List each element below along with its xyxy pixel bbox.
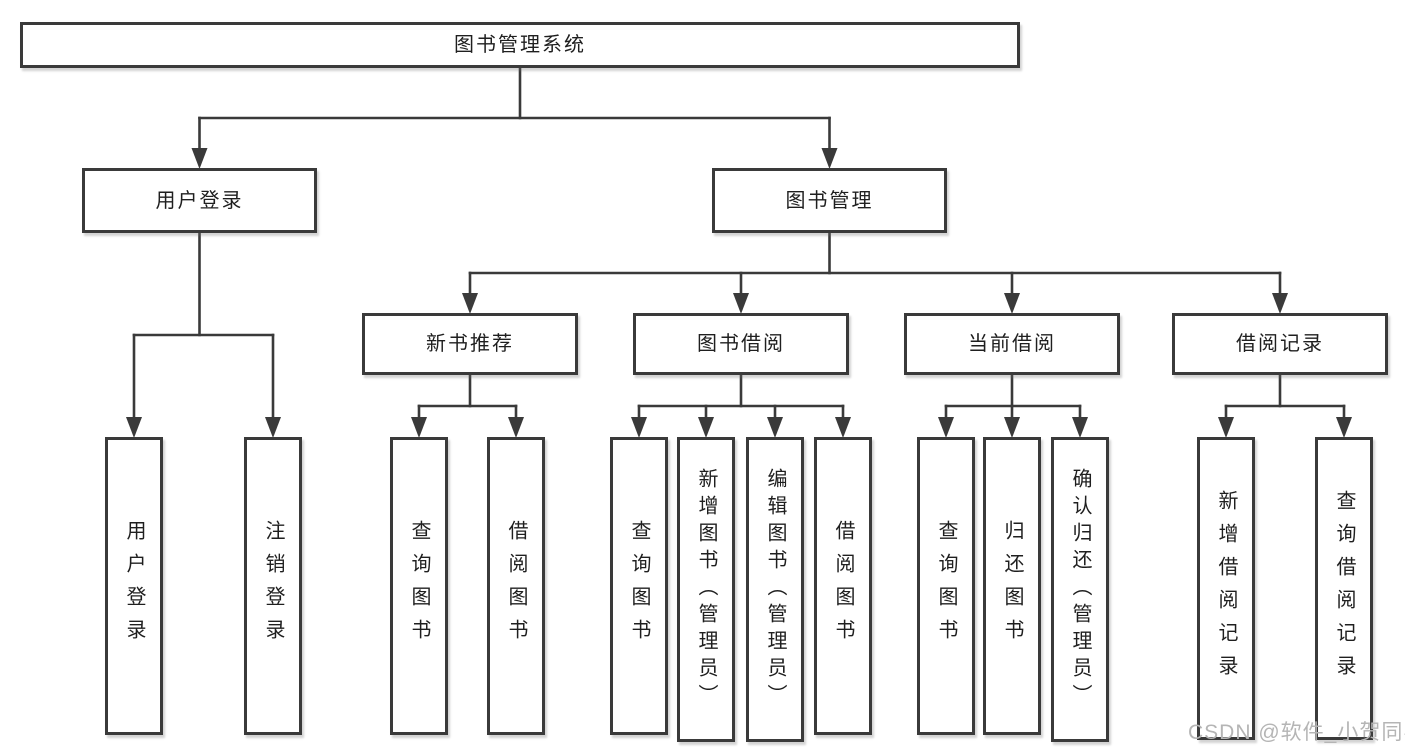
node-label-leaf-confirm-return: 确认归还（管理员） bbox=[1069, 468, 1091, 711]
arrowhead-icon bbox=[938, 417, 954, 438]
node-label-leaf-query-book-2: 查询图书 bbox=[628, 520, 650, 652]
node-current-borrow: 当前借阅 bbox=[904, 313, 1120, 375]
watermark: CSDN @软件_小贺同学 bbox=[1188, 721, 1405, 744]
arrowhead-icon bbox=[508, 417, 524, 438]
node-label-leaf-add-record: 新增借阅记录 bbox=[1215, 489, 1237, 688]
arrowhead-icon bbox=[631, 417, 647, 438]
node-label-book-mgmt: 图书管理 bbox=[785, 189, 874, 212]
node-leaf-query-book-1: 查询图书 bbox=[390, 437, 448, 735]
arrowhead-icon bbox=[462, 293, 478, 314]
arrowhead-icon bbox=[835, 417, 851, 438]
node-label-leaf-user-login: 用户登录 bbox=[123, 520, 145, 652]
node-leaf-edit-book: 编辑图书（管理员） bbox=[746, 437, 804, 742]
arrowhead-icon bbox=[1004, 293, 1020, 314]
arrowhead-icon bbox=[698, 417, 714, 438]
node-new-book-rec: 新书推荐 bbox=[362, 313, 578, 375]
node-label-borrow-records: 借阅记录 bbox=[1236, 333, 1324, 355]
node-label-leaf-borrow-book-2: 借阅图书 bbox=[832, 520, 854, 652]
arrowhead-icon bbox=[767, 417, 783, 438]
node-root: 图书管理系统 bbox=[20, 22, 1020, 68]
arrowhead-icon bbox=[191, 148, 208, 169]
arrowhead-icon bbox=[1336, 417, 1352, 438]
node-leaf-borrow-book-1: 借阅图书 bbox=[487, 437, 545, 735]
node-label-leaf-edit-book: 编辑图书（管理员） bbox=[764, 468, 786, 711]
arrowhead-icon bbox=[1004, 417, 1020, 438]
node-user-login: 用户登录 bbox=[82, 168, 317, 233]
arrowhead-icon bbox=[1072, 417, 1088, 438]
node-leaf-borrow-book-2: 借阅图书 bbox=[814, 437, 872, 735]
node-label-leaf-query-book-3: 查询图书 bbox=[935, 520, 957, 652]
node-leaf-confirm-return: 确认归还（管理员） bbox=[1051, 437, 1109, 742]
node-label-leaf-borrow-book-1: 借阅图书 bbox=[505, 520, 527, 652]
node-label-leaf-query-record: 查询借阅记录 bbox=[1333, 489, 1355, 688]
node-label-leaf-query-book-1: 查询图书 bbox=[408, 520, 430, 652]
node-leaf-add-record: 新增借阅记录 bbox=[1197, 437, 1255, 740]
arrowhead-icon bbox=[265, 417, 281, 438]
node-label-leaf-add-book: 新增图书（管理员） bbox=[695, 468, 717, 711]
node-leaf-add-book: 新增图书（管理员） bbox=[677, 437, 735, 742]
arrowhead-icon bbox=[126, 417, 142, 438]
arrowhead-icon bbox=[1272, 293, 1288, 314]
arrowhead-icon bbox=[1218, 417, 1234, 438]
node-book-borrow: 图书借阅 bbox=[633, 313, 849, 375]
node-label-new-book-rec: 新书推荐 bbox=[426, 333, 514, 355]
node-leaf-query-book-3: 查询图书 bbox=[917, 437, 975, 735]
arrowhead-icon bbox=[411, 417, 427, 438]
node-label-leaf-return-book: 归还图书 bbox=[1001, 520, 1023, 652]
node-label-user-login: 用户登录 bbox=[155, 189, 244, 212]
node-book-mgmt: 图书管理 bbox=[712, 168, 947, 233]
arrowhead-icon bbox=[821, 148, 838, 169]
node-leaf-user-login: 用户登录 bbox=[105, 437, 163, 735]
node-label-current-borrow: 当前借阅 bbox=[968, 333, 1056, 355]
arrowhead-icon bbox=[733, 293, 749, 314]
node-leaf-return-book: 归还图书 bbox=[983, 437, 1041, 735]
node-label-book-borrow: 图书借阅 bbox=[697, 333, 785, 355]
node-label-root: 图书管理系统 bbox=[454, 34, 586, 56]
node-borrow-records: 借阅记录 bbox=[1172, 313, 1388, 375]
node-leaf-logout: 注销登录 bbox=[244, 437, 302, 735]
node-leaf-query-record: 查询借阅记录 bbox=[1315, 437, 1373, 740]
node-label-leaf-logout: 注销登录 bbox=[262, 520, 284, 652]
node-leaf-query-book-2: 查询图书 bbox=[610, 437, 668, 735]
